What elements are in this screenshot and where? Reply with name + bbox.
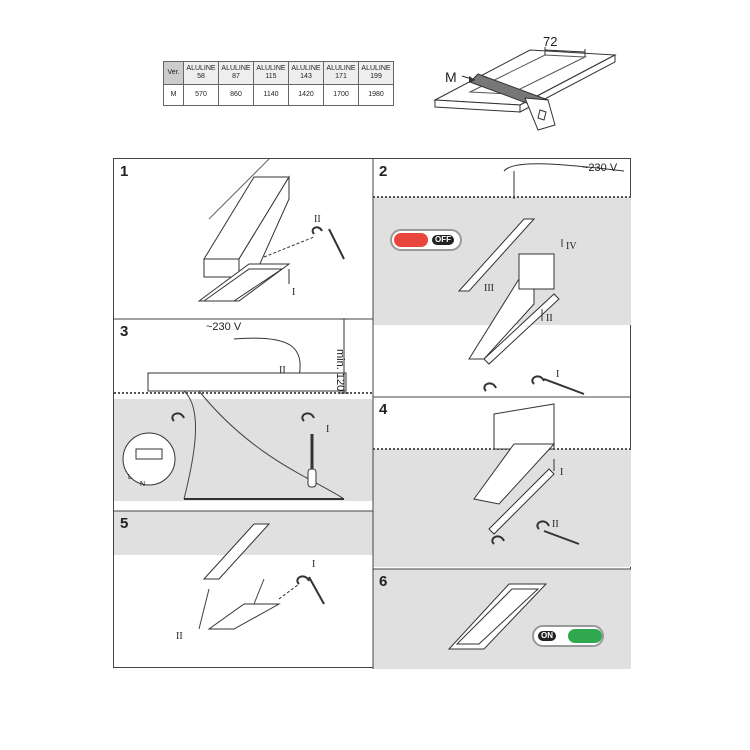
panel-drawings: [114, 159, 631, 669]
table-cell: 1700: [323, 84, 359, 106]
lightning-icon: [568, 629, 602, 643]
table-cell: 1420: [288, 84, 324, 106]
step-label: IV: [566, 241, 577, 252]
voltage-label-3: ~230 V: [206, 321, 242, 333]
step-label: II: [314, 214, 321, 225]
cut-width-label: 72: [543, 34, 558, 49]
voltage-label-2: ~230 V: [582, 162, 618, 174]
ceiling-area-2: [373, 197, 631, 325]
step-label: I: [292, 287, 296, 298]
power-on-switch: ON: [532, 625, 604, 647]
step-label: II: [176, 631, 183, 642]
on-label: ON: [538, 631, 556, 641]
table-header: ALULINE 171: [323, 61, 359, 85]
step-label: I: [560, 467, 564, 478]
table-header: ALULINE 115: [253, 61, 289, 85]
wire-l-label: L: [128, 474, 132, 481]
panel-number-2: 2: [379, 163, 388, 180]
table-row: M 570 860 1140 1420 1700 1980: [163, 84, 394, 106]
cut-diagram-drawing: [433, 47, 617, 131]
step-label: I: [326, 424, 330, 435]
step-label: I: [312, 559, 316, 570]
panel-number-4: 4: [379, 401, 388, 418]
panel-number-1: 1: [120, 163, 129, 180]
instruction-panels: 1 2 3 4 5 6 ~230 V ~230 V min. 120 II I …: [113, 158, 631, 669]
off-label: OFF: [432, 235, 454, 245]
cut-length-label: M: [445, 69, 457, 85]
panel-number-6: 6: [379, 573, 388, 590]
step-label: II: [279, 365, 286, 376]
power-off-switch: OFF: [390, 229, 462, 251]
wire-n-label: N: [140, 481, 146, 488]
dimension-table: Ver. ALULINE 58 ALULINE 87 ALULINE 115 A…: [163, 61, 394, 106]
lightning-icon: [394, 233, 428, 247]
table-cell: 1980: [358, 84, 394, 106]
step-label: II: [552, 519, 559, 530]
table-header: ALULINE 143: [288, 61, 324, 85]
min-height-label: min. 120: [334, 349, 346, 392]
panel-number-5: 5: [120, 515, 129, 532]
step-label: I: [556, 369, 560, 380]
step-label: II: [546, 313, 553, 324]
table-cell: 570: [183, 84, 219, 106]
step-label: III: [484, 283, 494, 294]
panel-number-3: 3: [120, 323, 129, 340]
table-header: ALULINE 58: [183, 61, 219, 85]
table-header-row: Ver. ALULINE 58 ALULINE 87 ALULINE 115 A…: [163, 61, 394, 85]
